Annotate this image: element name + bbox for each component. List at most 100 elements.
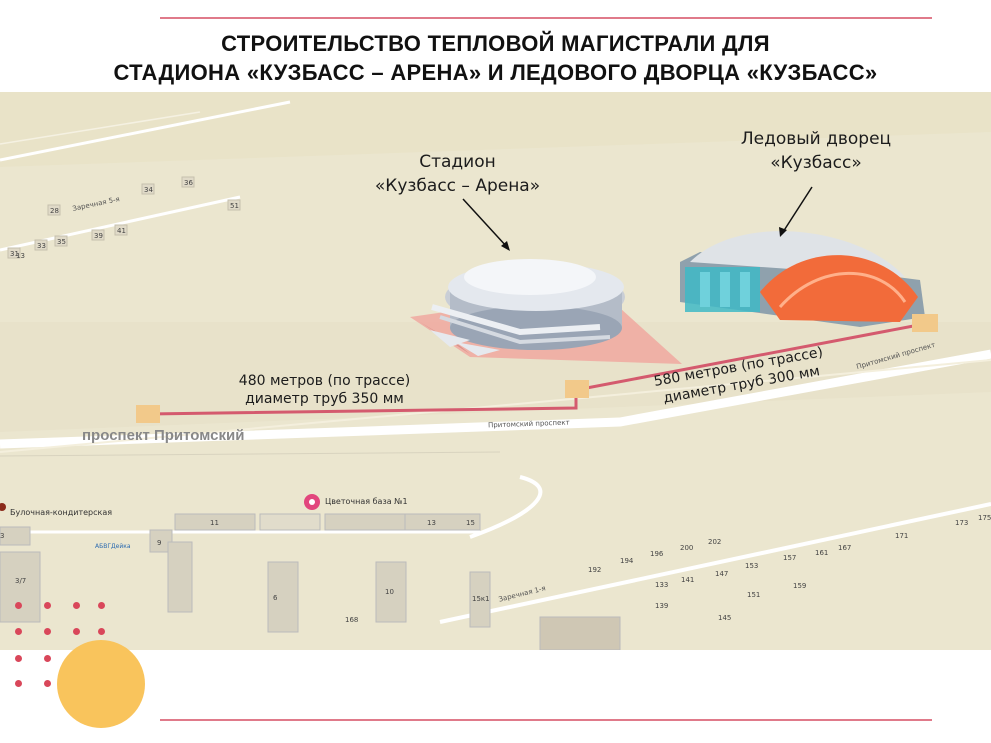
stadium-label-line1: Стадион (419, 152, 496, 172)
decorative-dot (15, 680, 22, 687)
bakery-marker (0, 503, 6, 511)
decorative-dot (15, 602, 22, 609)
decorative-dot (44, 602, 51, 609)
house-number: 39 (94, 232, 103, 240)
building (267, 561, 299, 633)
building (0, 526, 31, 546)
segment1-length: 480 метров (по трассе) (238, 373, 411, 389)
bottom-accent-line (160, 719, 932, 721)
building (404, 513, 481, 531)
house-number: 141 (681, 576, 695, 584)
house-number: 157 (783, 554, 797, 562)
house-number: 31 (10, 250, 19, 258)
palace-pointer-arrow (782, 186, 813, 233)
house (181, 176, 195, 188)
house-number: 15к1 (472, 595, 490, 603)
house-number: 34 (144, 186, 153, 194)
house-number: 153 (745, 562, 759, 570)
building (0, 551, 41, 623)
street-line (0, 111, 201, 145)
map-canvas (0, 92, 991, 650)
house-number: 159 (793, 582, 807, 590)
building (539, 616, 621, 650)
house-number: 192 (588, 566, 602, 574)
house-number: 3 (0, 532, 5, 540)
stadium-pointer-arrow (462, 198, 508, 248)
house (47, 204, 61, 216)
house (7, 247, 21, 259)
house (54, 235, 68, 247)
building (469, 571, 491, 628)
building (167, 541, 193, 613)
house-number: 3/7 (15, 577, 27, 585)
house-number: 161 (815, 549, 829, 557)
decorative-dot (98, 602, 105, 609)
building (259, 513, 321, 531)
stadium-label-line2: «Кузбасс – Арена» (374, 176, 541, 196)
road-edge (0, 451, 501, 457)
flower-shop-label: Цветочная база №1 (325, 497, 408, 506)
segment1-diameter: диаметр труб 350 мм (245, 391, 404, 407)
house (141, 183, 155, 195)
street-line (439, 502, 991, 624)
house-number: 171 (895, 532, 909, 540)
building (375, 561, 407, 623)
house (114, 224, 128, 236)
street-line (469, 475, 543, 539)
building (324, 513, 406, 531)
avenue-label: проспект Притомский (82, 427, 245, 444)
avenue-road (0, 349, 991, 449)
ice-palace-illustration (680, 231, 925, 327)
house-number: 196 (650, 550, 664, 558)
house-number: 173 (955, 519, 969, 527)
house-number: 133 (655, 581, 669, 589)
stadium-label: Стадион «Кузбасс – Арена» (355, 150, 560, 198)
top-accent-line (160, 17, 932, 19)
house-number: 51 (230, 202, 239, 210)
house-number: 175 (978, 514, 991, 522)
decorative-dot (15, 655, 22, 662)
pipeline-chamber-palace (912, 314, 938, 332)
house-number: 33 (37, 242, 46, 250)
kindergarten-label: АБВГДейка (95, 543, 131, 550)
house-number: 6 (273, 594, 278, 602)
map-area: Стадион «Кузбасс – Арена» Ледовый дворец… (0, 92, 991, 650)
segment1-label: 480 метров (по трассе) диаметр труб 350 … (222, 372, 427, 408)
decorative-dot (73, 602, 80, 609)
pipeline-chamber-west (136, 405, 160, 423)
house-number: 28 (50, 207, 59, 215)
house-number: 13 (427, 519, 436, 527)
house-number: 147 (715, 570, 729, 578)
house-number: 11 (210, 519, 219, 527)
house-number: 10 (385, 588, 394, 596)
house (227, 199, 241, 211)
palace-label: Ледовый дворец «Кузбасс» (716, 127, 916, 175)
house-number: 200 (680, 544, 694, 552)
building (149, 529, 173, 553)
stadium-illustration (410, 259, 682, 364)
house (91, 229, 105, 241)
heating-pipeline (147, 322, 925, 416)
house-number: 41 (117, 227, 126, 235)
decorative-dot (73, 628, 80, 635)
decorative-dot (98, 628, 105, 635)
house-number: 35 (57, 238, 66, 246)
avenue-road-edge (0, 359, 991, 453)
house-number: 194 (620, 557, 634, 565)
house-number: 139 (655, 602, 669, 610)
map-block (0, 322, 991, 432)
street-line (0, 100, 291, 162)
house-number: 15 (466, 519, 475, 527)
house-number: 167 (838, 544, 852, 552)
house (34, 239, 48, 251)
house-number: 13 (16, 252, 25, 260)
house-number: 168 (345, 616, 359, 624)
pipeline-chamber-stadium (565, 380, 589, 398)
house-number: 202 (708, 538, 722, 546)
house-number: 145 (718, 614, 732, 622)
house-number: 36 (184, 179, 193, 187)
building (174, 513, 256, 531)
decorative-circle (57, 640, 145, 728)
house-number: 151 (747, 591, 761, 599)
decorative-dot (44, 655, 51, 662)
